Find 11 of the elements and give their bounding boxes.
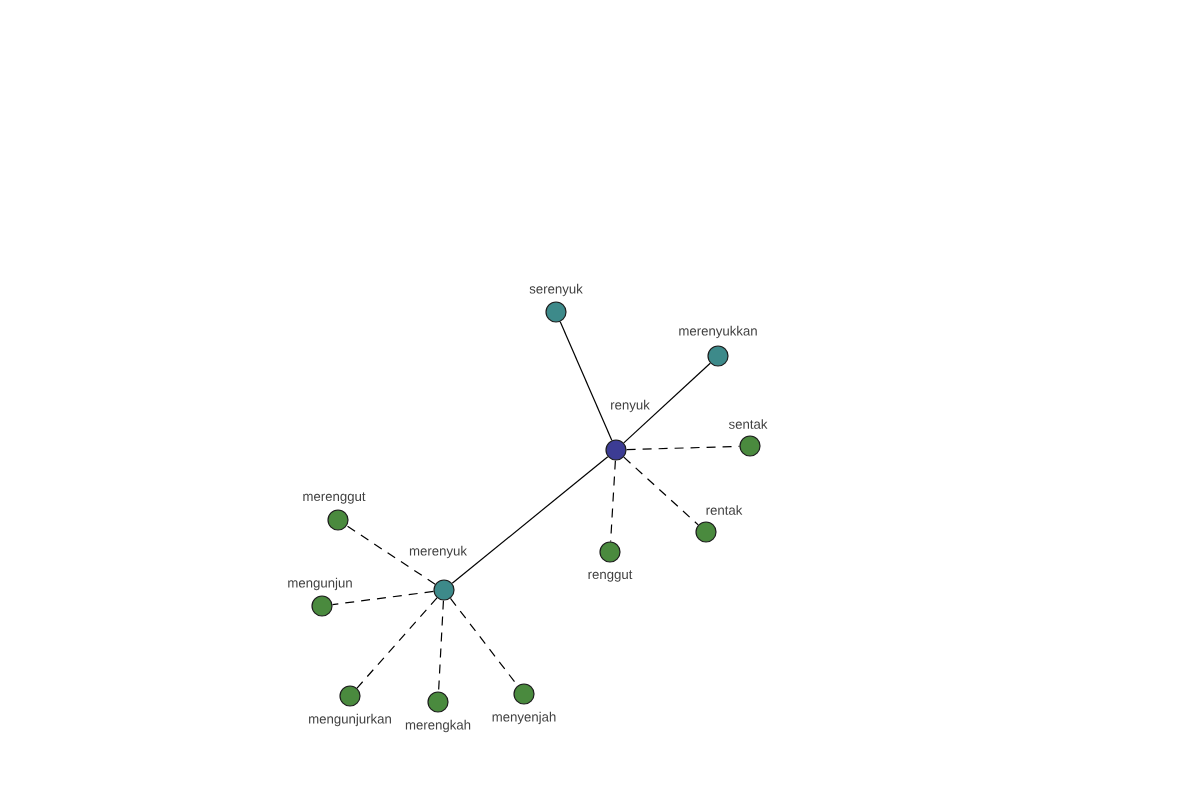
connector-line [437,600,445,693]
connector-line [623,362,711,444]
connector-line [626,445,740,451]
connector-line [559,321,613,441]
connector-line [356,597,438,689]
connector-line [610,460,616,543]
connector-line [451,456,609,584]
connector-line [623,456,699,526]
connector-line [449,597,519,687]
connector-line [346,525,436,585]
connector-line [331,590,435,606]
